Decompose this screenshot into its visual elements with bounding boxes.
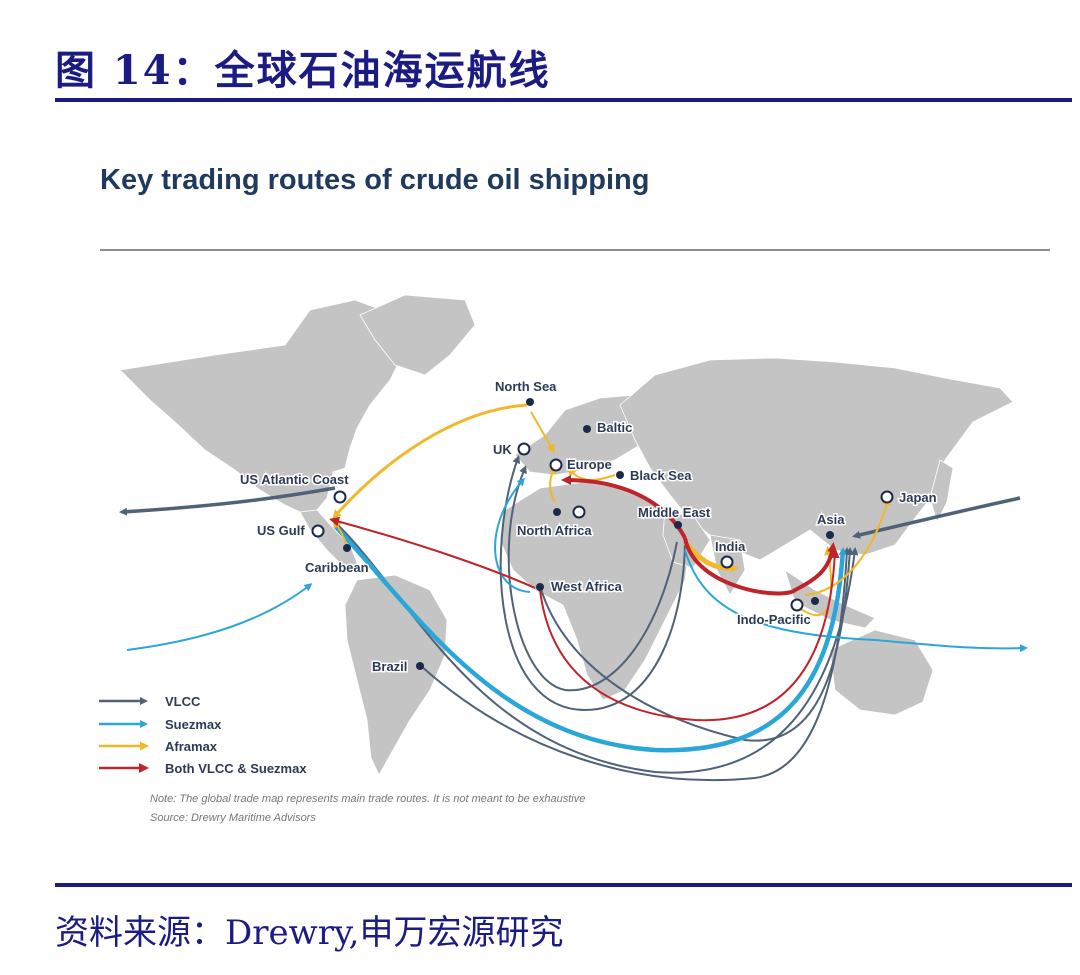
suezmax-routes bbox=[126, 477, 1028, 753]
both-route-westafrica-usgulf bbox=[329, 516, 536, 589]
vlcc-route-mideast-uk-1 bbox=[499, 455, 686, 712]
legend-label-vlcc: VLCC bbox=[165, 694, 201, 709]
asia-label: Asia bbox=[817, 512, 845, 527]
us-atlantic-coast-marker bbox=[333, 490, 347, 504]
map-card: Key trading routes of crude oil shipping bbox=[95, 150, 1055, 840]
legend-label-aframax: Aframax bbox=[165, 739, 218, 754]
suezmax-route-mideast-pacific bbox=[684, 549, 1028, 653]
aframax-route-indopacific-asia bbox=[794, 546, 834, 617]
north-sea-label: North Sea bbox=[495, 379, 557, 394]
legend-label-suezmax: Suezmax bbox=[165, 717, 222, 732]
vlcc-route-west-atlantic bbox=[119, 486, 336, 516]
west-africa-label: West Africa bbox=[551, 579, 623, 594]
vlcc-route-westafrica-asia bbox=[539, 547, 854, 742]
legend-item-aframax: Aframax bbox=[99, 739, 218, 754]
indo-pacific-marker-ring bbox=[790, 598, 804, 612]
japan-marker bbox=[880, 490, 894, 504]
us-gulf-marker bbox=[311, 524, 325, 538]
suezmax-route-atlantic-caribbean bbox=[126, 583, 313, 651]
north-america-shape bbox=[119, 299, 406, 513]
north-africa-label: North Africa bbox=[517, 523, 592, 538]
both-routes bbox=[329, 475, 840, 722]
west-africa-marker bbox=[536, 583, 544, 591]
us-gulf-label: US Gulf bbox=[257, 523, 305, 538]
legend-item-both: Both VLCC & Suezmax bbox=[99, 761, 307, 776]
australia-shape bbox=[829, 629, 934, 716]
brazil-label: Brazil bbox=[372, 659, 407, 674]
japan-label: Japan bbox=[899, 490, 937, 505]
figure-header: 图 14：全球石油海运航线 bbox=[55, 28, 1072, 104]
route-legend: VLCC Suezmax Aframax Both VLCC & Suezmax bbox=[99, 694, 307, 776]
caribbean-label: Caribbean bbox=[305, 560, 369, 575]
uk-marker bbox=[517, 442, 531, 456]
world-route-map: North Sea Baltic UK Europe Black Sea US … bbox=[99, 294, 1028, 782]
middle-east-label: Middle East bbox=[638, 505, 711, 520]
black-sea-marker bbox=[616, 471, 624, 479]
land-masses bbox=[119, 294, 1014, 776]
japan-shape bbox=[929, 459, 954, 524]
location-labels: North Sea Baltic UK Europe Black Sea US … bbox=[239, 378, 939, 676]
aframax-route-northsea-usgulf bbox=[332, 403, 528, 519]
legend-label-both: Both VLCC & Suezmax bbox=[165, 761, 307, 776]
indo-pacific-marker-dot bbox=[811, 597, 819, 605]
europe-label: Europe bbox=[567, 457, 612, 472]
both-route-westafrica-asia bbox=[539, 548, 840, 722]
uk-label: UK bbox=[493, 442, 512, 457]
india-marker bbox=[720, 555, 734, 569]
both-route-mideast-asia bbox=[683, 537, 838, 596]
vlcc-route-mideast-uk-2 bbox=[507, 465, 678, 692]
brazil-marker bbox=[416, 662, 424, 670]
indo-pacific-label: Indo-Pacific bbox=[737, 612, 811, 627]
footer-divider bbox=[55, 883, 1072, 887]
title-divider bbox=[100, 249, 1050, 251]
figure-title: 图 14：全球石油海运航线 bbox=[55, 47, 551, 94]
greenland-shape bbox=[359, 294, 476, 376]
middle-east-marker bbox=[674, 521, 682, 529]
map-source: Source: Drewry Maritime Advisors bbox=[150, 812, 316, 824]
suezmax-route-westafrica-europe bbox=[494, 477, 531, 593]
location-markers bbox=[311, 398, 894, 670]
baltic-label: Baltic bbox=[597, 420, 632, 435]
us-atlantic-coast-label: US Atlantic Coast bbox=[240, 472, 349, 487]
asia-marker bbox=[826, 531, 834, 539]
north-sea-marker bbox=[526, 398, 534, 406]
north-africa-marker-dot bbox=[553, 508, 561, 516]
legend-item-vlcc: VLCC bbox=[99, 694, 201, 709]
vlcc-route-brazil-asia bbox=[420, 547, 851, 782]
baltic-marker bbox=[583, 425, 591, 433]
black-sea-label: Black Sea bbox=[630, 468, 692, 483]
aframax-route-asia-japan bbox=[804, 496, 892, 596]
figure-source: 资料来源：Drewry,申万宏源研究 bbox=[55, 913, 564, 953]
caribbean-marker bbox=[343, 544, 351, 552]
suezmax-route-usgulf-asia bbox=[333, 524, 847, 753]
map-title: Key trading routes of crude oil shipping bbox=[100, 164, 650, 196]
map-note: Note: The global trade map represents ma… bbox=[150, 793, 586, 805]
legend-item-suezmax: Suezmax bbox=[99, 717, 222, 732]
header-divider bbox=[55, 98, 1072, 102]
europe-marker bbox=[549, 458, 563, 472]
india-label: India bbox=[715, 539, 746, 554]
aframax-route-northsea-europe bbox=[530, 411, 556, 454]
north-africa-marker-ring bbox=[572, 505, 586, 519]
